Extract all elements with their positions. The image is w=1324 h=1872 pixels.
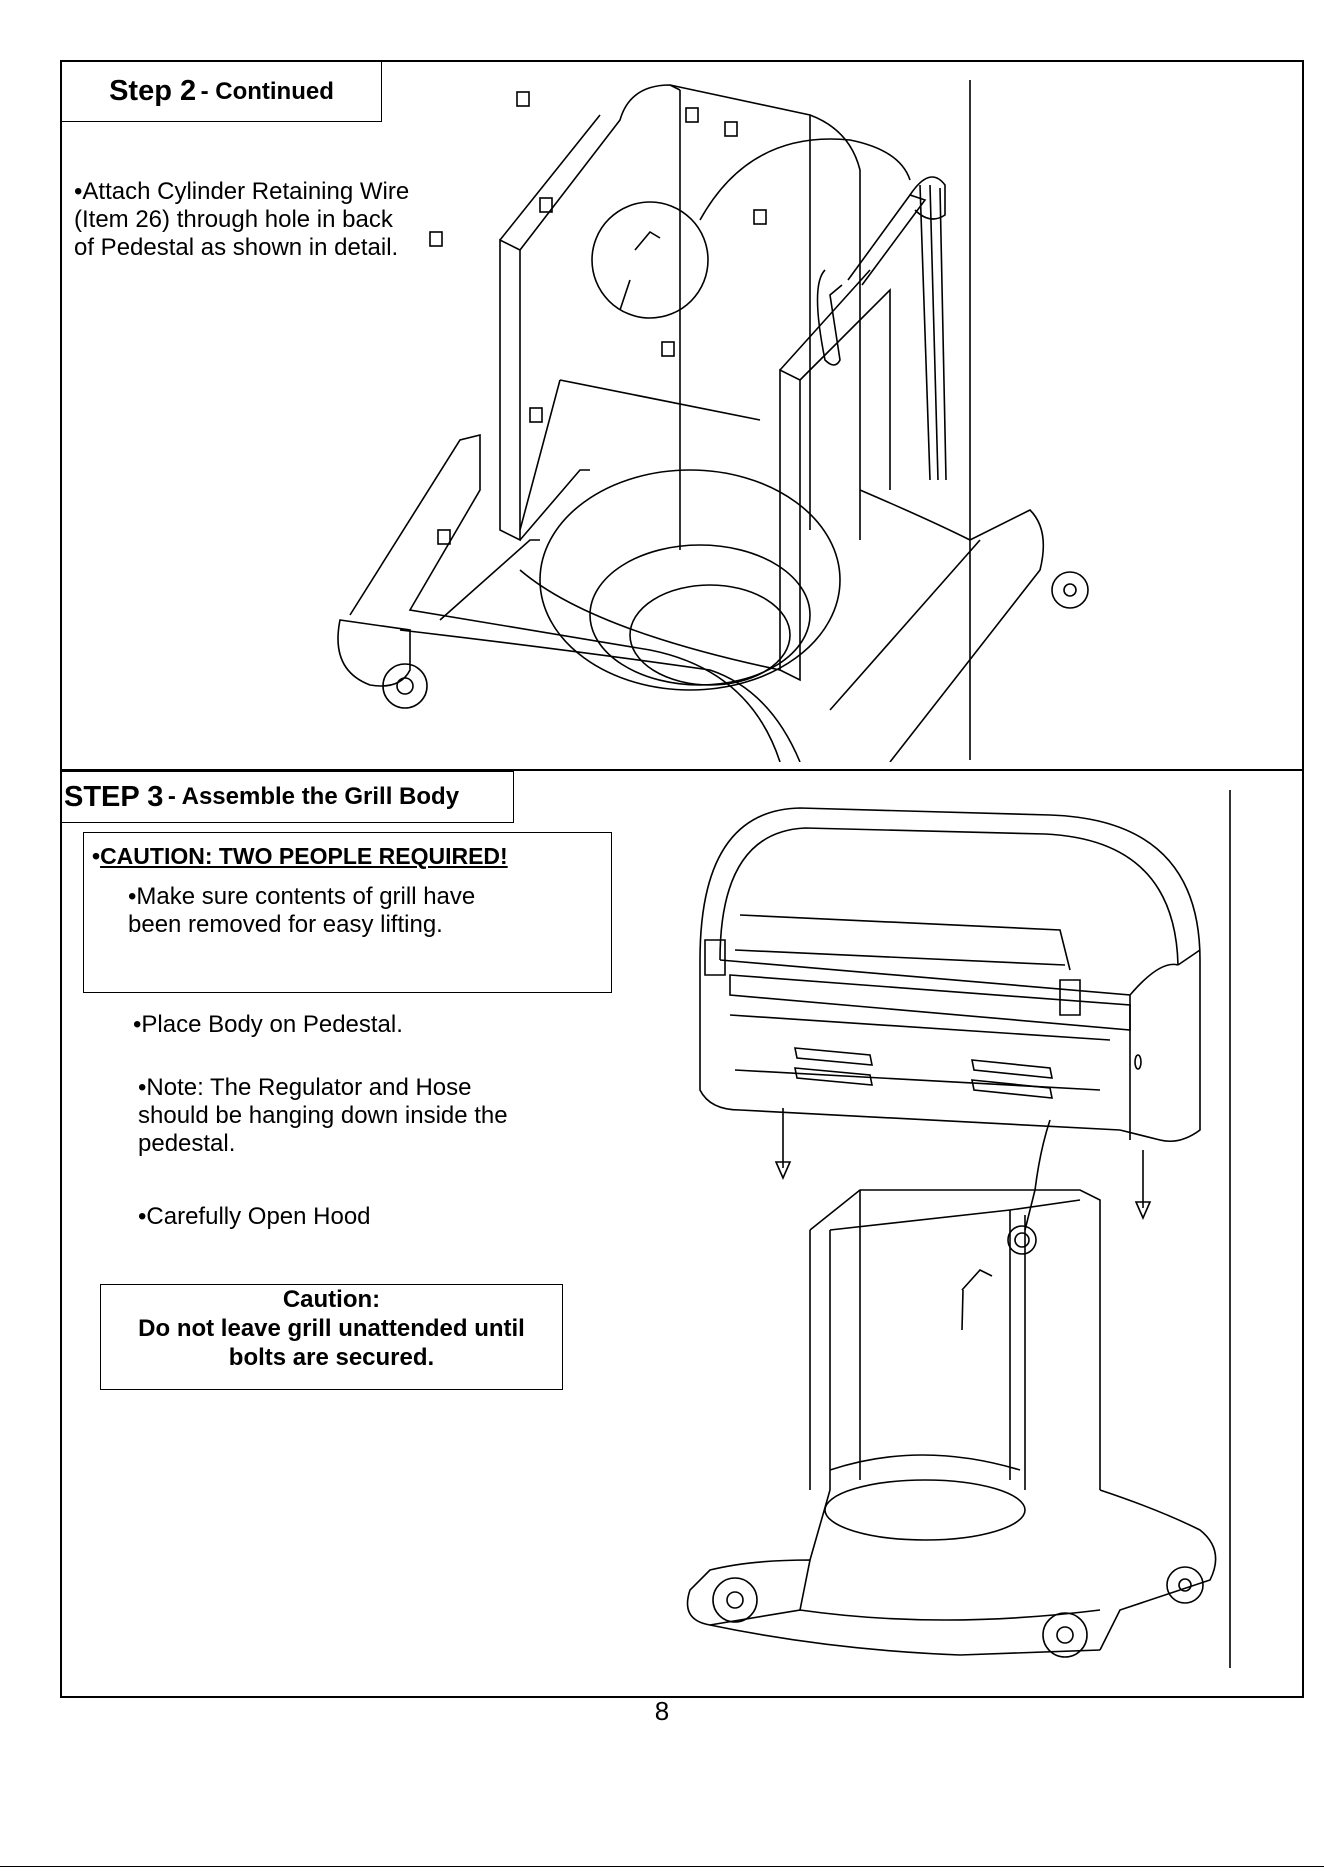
caution-text: •Make sure contents of grill have been r…	[128, 883, 475, 939]
step2-heading-box: Step 2 - Continued	[61, 61, 382, 122]
open-hood-text: •Carefully Open Hood	[138, 1203, 371, 1230]
warning-line: bolts are secured.	[228, 1344, 435, 1371]
step2-line: of Pedestal as shown in detail.	[74, 234, 399, 261]
grill-body-assembly-illustration	[686, 790, 1231, 1668]
section-divider	[60, 769, 1304, 771]
step2-line: •Attach Cylinder Retaining Wire	[74, 178, 410, 205]
warning-line: Do not leave grill unattended until	[138, 1315, 525, 1342]
caution-box: •CAUTION: TWO PEOPLE REQUIRED! •Make sur…	[83, 832, 612, 993]
step2-instructions: •Attach Cylinder Retaining Wire (Item 26…	[74, 178, 409, 262]
page-frame	[60, 60, 1304, 1698]
caution-title: •CAUTION: TWO PEOPLE REQUIRED!	[92, 843, 508, 869]
note-line: should be hanging down inside the	[138, 1102, 508, 1129]
caution-line: been removed for easy lifting.	[128, 911, 443, 938]
step2-heading-main: Step 2	[109, 75, 197, 107]
step2-heading-sub: - Continued	[200, 77, 334, 105]
note-text: •Note: The Regulator and Hose should be …	[138, 1074, 508, 1158]
warning-line: Caution:	[282, 1286, 381, 1313]
footer-rule	[0, 1866, 1324, 1867]
pedestal-wire-illustration	[337, 80, 1089, 762]
caution-line: •Make sure contents of grill have	[128, 883, 476, 910]
warning-box: Caution: Do not leave grill unattended u…	[100, 1284, 563, 1390]
step3-heading-box: STEP 3 - Assemble the Grill Body	[61, 771, 514, 823]
step3-heading-main: STEP 3	[64, 780, 164, 813]
caution-title-text: CAUTION: TWO PEOPLE REQUIRED!	[100, 843, 508, 869]
place-body-text: •Place Body on Pedestal.	[133, 1011, 403, 1038]
step3-heading-sub: - Assemble the Grill Body	[167, 783, 460, 810]
note-line: pedestal.	[138, 1130, 236, 1157]
note-line: •Note: The Regulator and Hose	[138, 1074, 472, 1101]
page-number: 8	[654, 1696, 670, 1726]
step2-line: (Item 26) through hole in back	[74, 206, 393, 233]
